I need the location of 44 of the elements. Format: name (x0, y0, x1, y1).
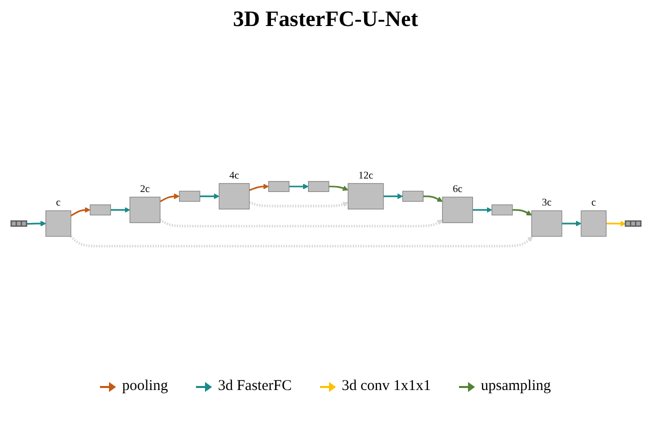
legend-label: upsampling (480, 378, 551, 395)
arrow (472, 206, 492, 213)
node-box (268, 180, 289, 192)
arrow (158, 218, 442, 228)
node-box (308, 180, 329, 192)
arrow (248, 200, 348, 208)
node-bar (624, 220, 641, 227)
node-box (218, 183, 250, 210)
arrow (561, 220, 581, 226)
arrow (69, 235, 532, 248)
arrow (512, 208, 532, 216)
node-box (178, 190, 200, 202)
arrow (159, 193, 180, 202)
node-box (580, 210, 606, 237)
node-label: c (56, 197, 60, 208)
node-box (402, 190, 424, 202)
arrow (382, 193, 402, 199)
arrow (606, 220, 626, 226)
node-box (491, 204, 512, 216)
arrow (248, 184, 268, 191)
node-box (89, 204, 110, 216)
arrow (110, 206, 130, 213)
node-box (44, 210, 71, 237)
node-box (530, 210, 562, 237)
arrow (288, 184, 308, 190)
node-box (442, 196, 472, 223)
node-label: 3c (541, 197, 552, 208)
legend-label: pooling (122, 378, 168, 395)
arrow (26, 220, 46, 226)
node-label: c (590, 197, 596, 208)
node-label: 4c (228, 170, 239, 181)
node-box (347, 183, 384, 210)
node-label: 6c (452, 183, 462, 194)
arrow (70, 206, 90, 216)
legend-label: 3d conv 1x1x1 (342, 378, 431, 395)
legend-label: 3d FasterFC (218, 378, 292, 395)
node-bar (10, 220, 27, 227)
arrow (328, 185, 348, 191)
node-label: 12c (358, 170, 373, 181)
arrow (422, 195, 442, 202)
diagram-title: 3D FasterFC-U-Net (232, 6, 418, 32)
node-label: 2c (140, 183, 150, 194)
node-box (129, 196, 160, 223)
arrow (199, 193, 219, 199)
